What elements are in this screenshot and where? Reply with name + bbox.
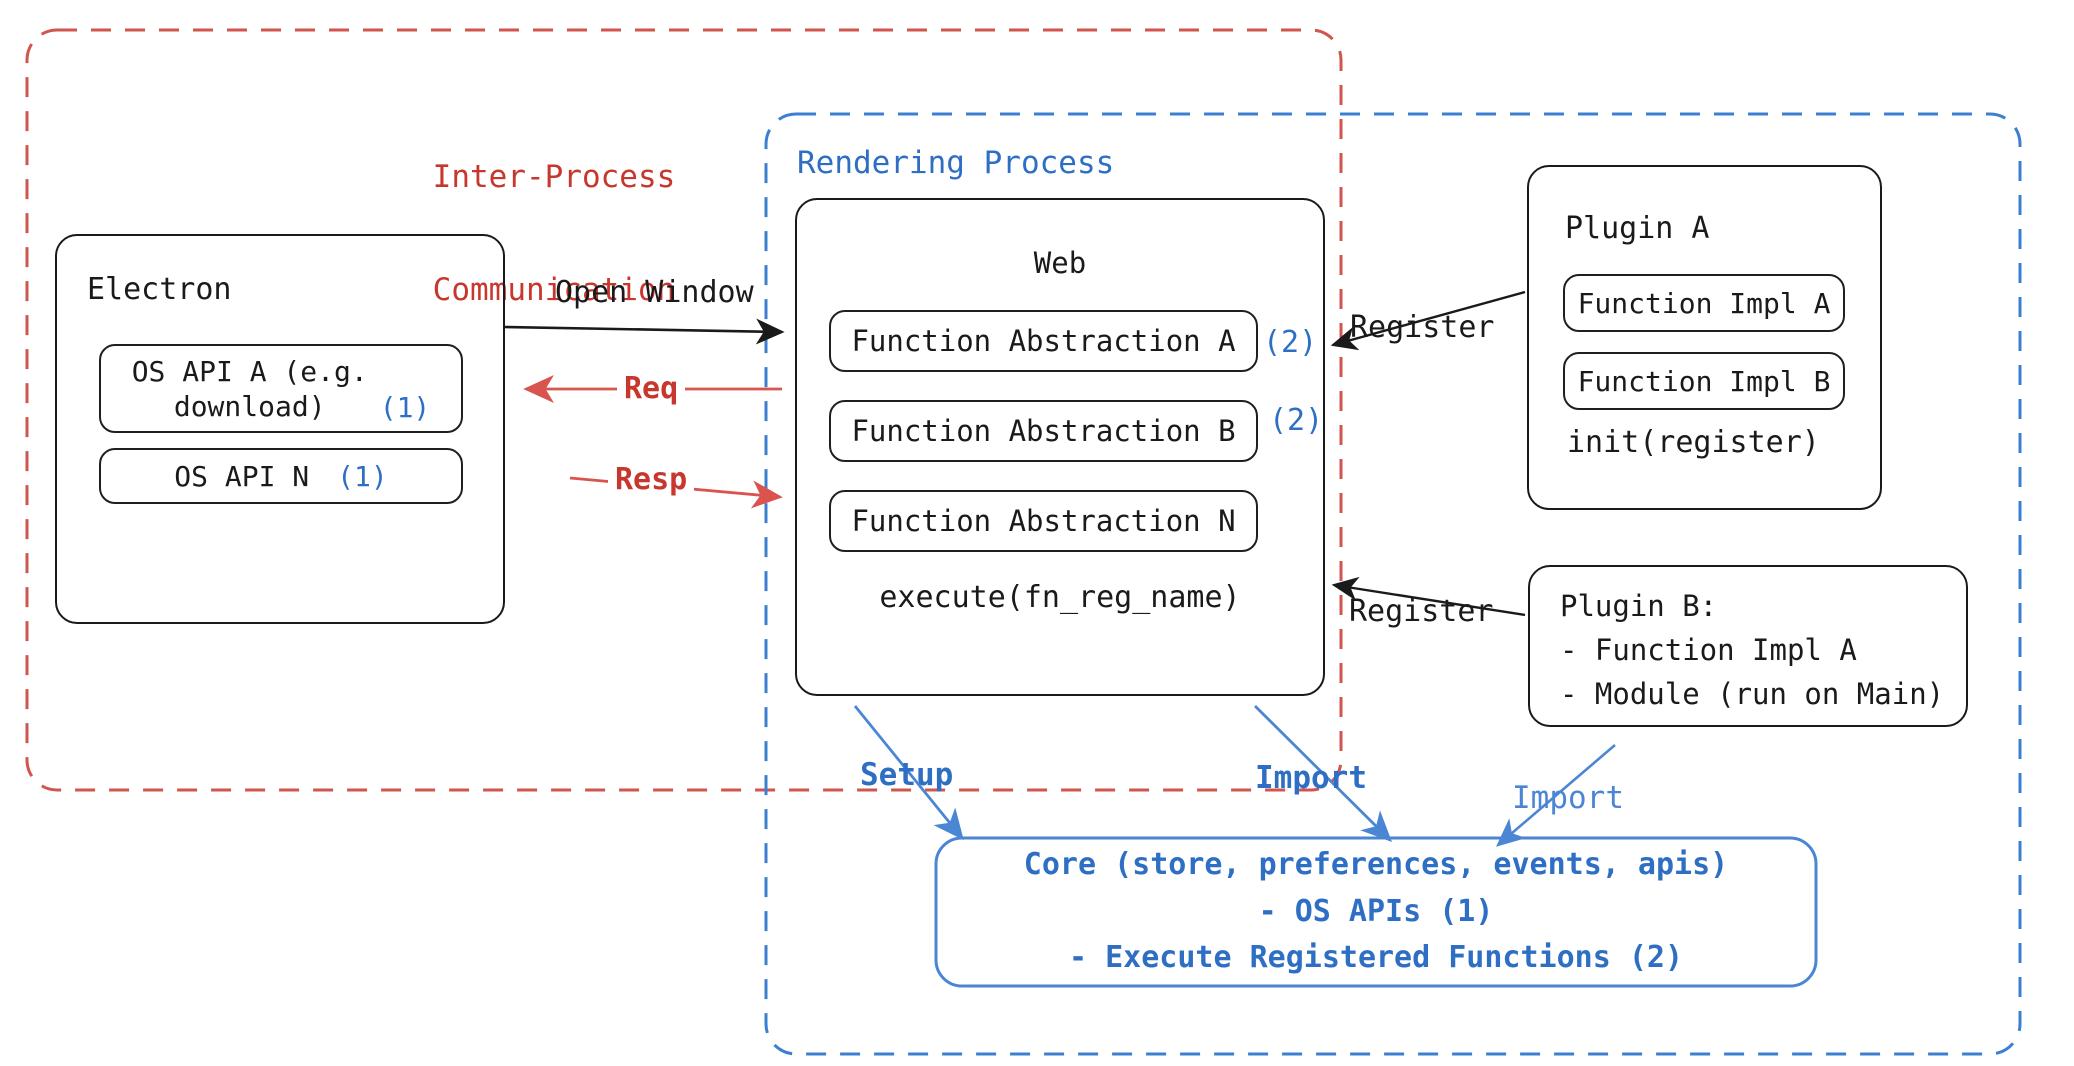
os-api-a-label: OS API A (e.g. download) — [132, 354, 368, 424]
core-line-2: - OS APIs (1) — [1258, 893, 1494, 929]
function-abstraction-b-marker: (2) — [1269, 403, 1324, 438]
edge-label-register-plugin-b: Register — [1349, 594, 1494, 629]
plugin-a-title: Plugin A — [1565, 211, 1710, 246]
os-api-a-marker: (1) — [379, 390, 431, 424]
edge-label-register-plugin-a: Register — [1350, 310, 1495, 345]
os-api-n-box[interactable]: OS API N (1) — [99, 448, 463, 504]
rendering-process-label: Rendering Process — [797, 145, 1115, 181]
function-impl-b-box[interactable]: Function Impl B — [1563, 352, 1845, 410]
function-abstraction-a-marker: (2) — [1263, 325, 1318, 360]
os-api-n-label: OS API N — [174, 459, 310, 493]
function-abstraction-b-box[interactable]: Function Abstraction B — [829, 400, 1258, 462]
edge-label-import-web: Import — [1255, 760, 1367, 796]
function-abstraction-n-box[interactable]: Function Abstraction N — [829, 490, 1258, 552]
function-abstraction-b-label: Function Abstraction B — [851, 414, 1236, 448]
function-impl-b-label: Function Impl B — [1577, 364, 1831, 398]
electron-box[interactable]: Electron OS API A (e.g. download) (1) OS… — [55, 234, 505, 624]
ipc-label-line1: Inter-Process — [432, 158, 676, 195]
web-title: Web — [1033, 246, 1087, 280]
electron-title: Electron — [87, 272, 232, 307]
function-abstraction-n-label: Function Abstraction N — [851, 504, 1236, 538]
plugin-a-footer: init(register) — [1567, 425, 1820, 460]
edge-label-import-plugin-b: Import — [1512, 780, 1624, 816]
web-box[interactable]: Web Function Abstraction A (2) Function … — [795, 198, 1325, 696]
plugin-b-title: Plugin B: — [1560, 589, 1718, 623]
plugin-b-line-1: - Function Impl A — [1560, 633, 1857, 667]
os-api-a-line2: download) — [173, 389, 326, 423]
ipc-label-line2: Communication — [432, 272, 676, 309]
edge-label-resp: Resp — [608, 462, 695, 499]
ipc-label: Inter-Process Communication — [424, 83, 684, 386]
core-line-3: - Execute Registered Functions (2) — [1068, 940, 1684, 976]
web-footer: execute(fn_reg_name) — [879, 580, 1241, 615]
edge-label-open-window: Open Window — [555, 275, 754, 310]
edge-label-setup: Setup — [860, 757, 954, 793]
os-api-a-line1: OS API A (e.g. — [131, 354, 368, 388]
plugin-b-line-2: - Module (run on Main) — [1560, 677, 1945, 711]
function-abstraction-a-label: Function Abstraction A — [851, 324, 1236, 358]
core-line-1: Core (store, preferences, events, apis) — [1023, 847, 1729, 883]
function-impl-a-label: Function Impl A — [1577, 286, 1831, 320]
core-box-content[interactable]: Core (store, preferences, events, apis) … — [936, 838, 1816, 986]
plugin-a-box[interactable]: Plugin A Function Impl A Function Impl B… — [1527, 165, 1882, 510]
plugin-b-box[interactable]: Plugin B: - Function Impl A - Module (ru… — [1528, 565, 1968, 727]
os-api-a-box[interactable]: OS API A (e.g. download) (1) — [99, 344, 463, 433]
os-api-n-marker: (1) — [337, 459, 388, 493]
function-impl-a-box[interactable]: Function Impl A — [1563, 274, 1845, 332]
edge-label-req: Req — [617, 371, 686, 408]
function-abstraction-a-box[interactable]: Function Abstraction A — [829, 310, 1258, 372]
